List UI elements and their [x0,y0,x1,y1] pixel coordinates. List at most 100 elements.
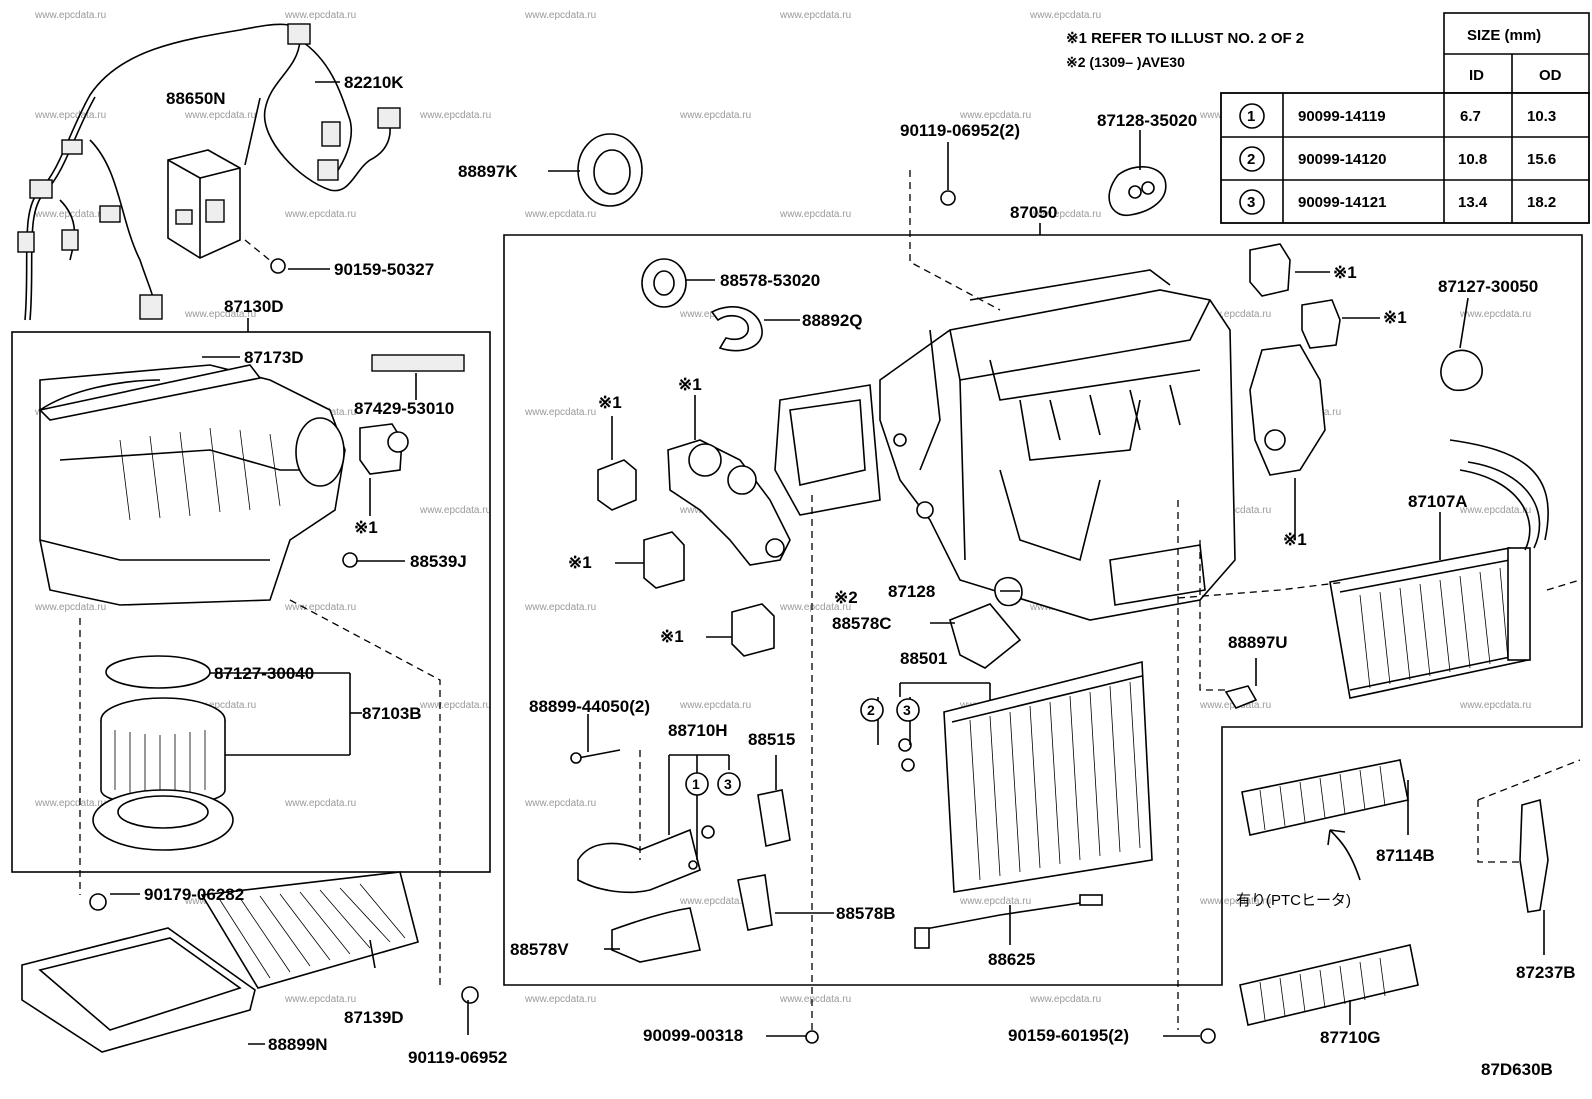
part-label-88625: 88625 [988,950,1035,969]
size-table-id: 6.7 [1460,108,1481,125]
part-label-88578V: 88578V [510,940,569,959]
part-label-88897U: 88897U [1228,633,1288,652]
watermark: www.epcdata.ru [1459,505,1531,516]
watermark: www.epcdata.ru [1199,896,1271,907]
watermark: www.epcdata.ru [284,602,356,613]
callout-circles: 2 3 1 3 [685,698,920,796]
part-label-88501: 88501 [900,649,947,668]
part-label-90099-00318: 90099-00318 [643,1026,743,1045]
note-refer-illust: ※1 REFER TO ILLUST NO. 2 OF 2 [1066,30,1304,47]
size-table-part: 90099-14119 [1298,108,1386,125]
star1-mark: ※1 [1333,263,1357,282]
watermark: www.epcdata.ru [679,896,751,907]
watermark: www.epcdata.ru [524,10,596,21]
watermark: www.epcdata.ru [419,110,491,121]
control-module-illustration [167,149,241,259]
note-model-range: ※2 (1309– )AVE30 [1066,54,1185,70]
part-label-90159-60195: 90159-60195(2) [1008,1026,1129,1045]
watermark: www.epcdata.ru [959,110,1031,121]
callout-3: 3 [724,776,732,792]
callout-1: 1 [692,776,700,792]
part-label-87710G: 87710G [1320,1028,1381,1047]
star-marks: ※1 ※1 ※1 ※1 ※1 ※1 ※1 ※1 ※2 [354,263,1407,646]
part-label-88515: 88515 [748,730,795,749]
watermark: www.epcdata.ru [524,798,596,809]
part-label-87173D: 87173D [244,348,304,367]
part-label-87103B: 87103B [362,704,422,723]
watermark: www.epcdata.ru [34,798,106,809]
blower-group-box [11,331,491,873]
part-label-87237B: 87237B [1516,963,1576,982]
callout-3: 3 [903,702,911,718]
heater-unit-group-box [503,234,1583,986]
watermark: www.epcdata.ru [779,209,851,220]
star2-mark: ※2 [834,588,858,607]
part-label-87127-30050: 87127-30050 [1438,277,1538,296]
part-label-87128: 87128 [888,582,935,601]
part-label-90179-06282: 90179-06282 [144,885,244,904]
part-label-87128-35020: 87128-35020 [1097,111,1197,130]
watermark: www.epcdata.ru [184,110,256,121]
filter-illustration [21,871,419,1053]
size-table-ref: 2 [1247,151,1255,168]
wire-harness-illustration [17,23,401,321]
watermark: www.epcdata.ru [284,798,356,809]
watermark: www.epcdata.ru [284,209,356,220]
watermark: www.epcdata.ru [1199,505,1271,516]
heater-unit-housing-illustration [774,269,1236,621]
part-labels: 88650N 82210K 90159-50327 87130D 87173D … [144,73,1576,1067]
star1-mark: ※1 [354,518,378,537]
size-table-part: 90099-14121 [1298,194,1386,211]
watermark: www.epcdata.ru [1459,309,1531,320]
star1-mark: ※1 [1383,308,1407,327]
seals-illustration [577,133,1483,669]
misc-parts-illustration [270,190,1258,1044]
diagram-code: 87D630B [1481,1060,1553,1079]
ptc-heater-illustration [1239,759,1549,1026]
watermark: www.epcdata.ru [779,10,851,21]
watermark: www.epcdata.ru [184,309,256,320]
watermark: www.epcdata.ru [959,896,1031,907]
size-table-col-od: OD [1539,67,1562,84]
part-label-88892Q: 88892Q [802,311,863,330]
watermark: www.epcdata.ru [779,602,851,613]
part-label-88899-44050: 88899-44050(2) [529,697,650,716]
watermark: www.epcdata.ru [1029,994,1101,1005]
part-label-87130D: 87130D [224,297,284,316]
watermark: www.epcdata.ru [524,209,596,220]
part-label-88710H: 88710H [668,721,728,740]
evaporator-illustration [898,660,1153,893]
part-label-88578-53020: 88578-53020 [720,271,820,290]
ptc-heater-note: 有り(PTCヒータ) [1236,892,1351,909]
part-label-88578B: 88578B [836,904,896,923]
star1-mark: ※1 [660,627,684,646]
size-table-title: SIZE (mm) [1467,27,1541,44]
blower-housing-illustration [38,354,465,606]
part-label-87107A: 87107A [1408,492,1468,511]
watermark: www.epcdata.ru [1029,209,1101,220]
size-table-part: 90099-14120 [1298,151,1386,168]
watermark: www.epcdata.ru [524,602,596,613]
part-label-88899N: 88899N [268,1035,328,1054]
star1-mark: ※1 [568,553,592,572]
part-label-90159-50327: 90159-50327 [334,260,434,279]
watermark: www.epcdata.ru [1029,10,1101,21]
star1-mark: ※1 [1283,530,1307,549]
size-table-od: 18.2 [1527,194,1556,211]
size-table: SIZE (mm) ID OD 1 90099-14119 6.7 10.3 2… [1220,12,1590,224]
heater-core-illustration [1329,439,1549,699]
watermark: www.epcdata.ru [419,505,491,516]
star1-mark: ※1 [598,393,622,412]
part-label-87050: 87050 [1010,203,1057,222]
watermark: www.epcdata.ru [679,700,751,711]
watermark: www.epcdata.ru [184,700,256,711]
part-label-87114B: 87114B [1376,846,1435,865]
mode-linkage-illustration [667,439,791,566]
watermark: www.epcdata.ru [679,110,751,121]
watermark: www.epcdata.ru [524,994,596,1005]
part-label-90119-06952-2: 90119-06952(2) [900,121,1020,140]
blower-motor-illustration [92,655,234,851]
size-table-col-id: ID [1469,67,1484,84]
part-label-88539J: 88539J [410,552,467,571]
part-label-87429-53010: 87429-53010 [354,399,454,418]
